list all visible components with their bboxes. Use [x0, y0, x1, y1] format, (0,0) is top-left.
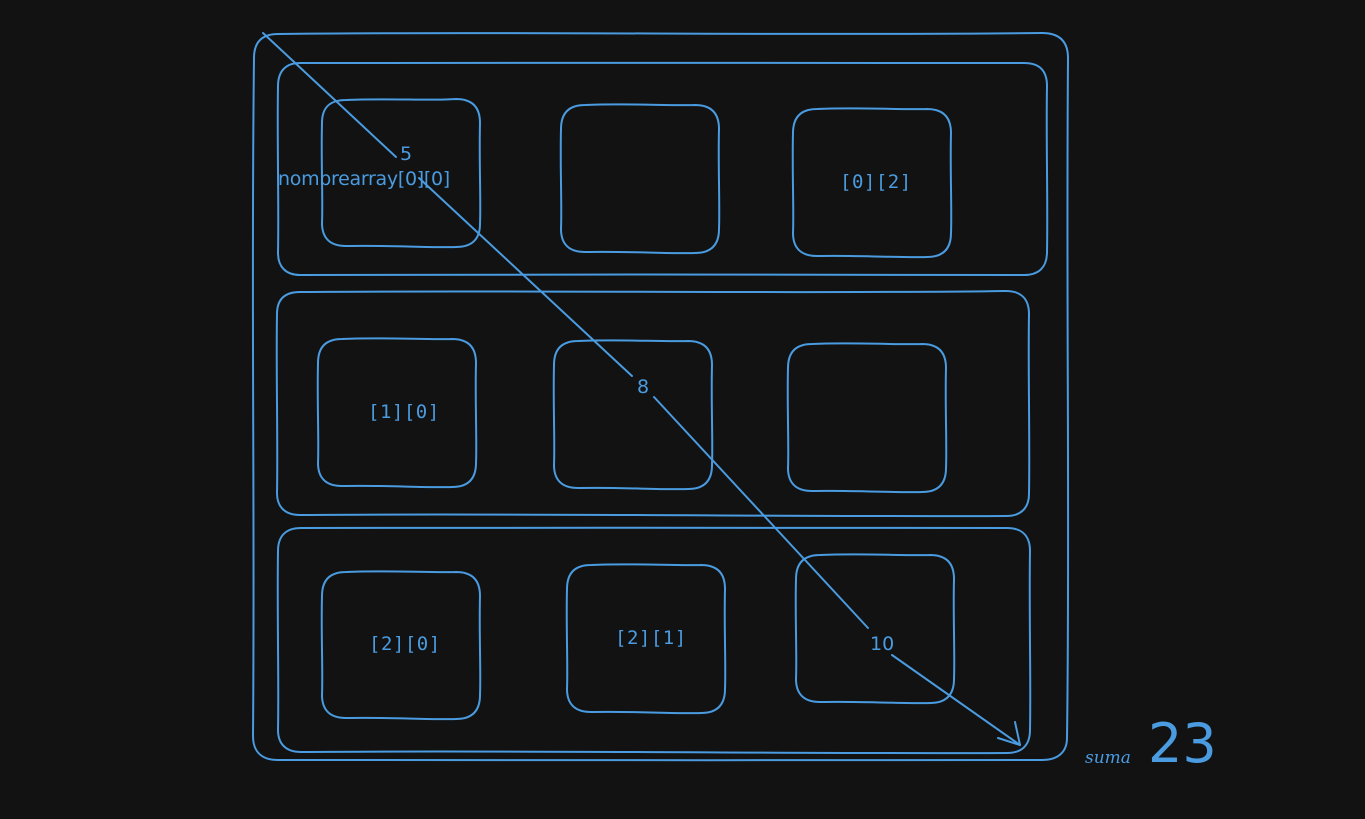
outer-array-box	[251, 32, 1070, 762]
cell-2-0-index: [2][0]	[369, 633, 441, 655]
cell-2-1-index: [2][1]	[615, 627, 687, 649]
row-box-1	[275, 290, 1031, 518]
sum-value: 23	[1148, 712, 1217, 775]
cell-0-0-index: [0][0]	[397, 168, 450, 190]
cell-1-1-value: 8	[637, 376, 650, 398]
cell-0-1	[559, 103, 721, 255]
diagonal-arrowhead	[997, 721, 1021, 746]
sum-label: suma	[1085, 748, 1131, 768]
row-box-2	[276, 526, 1032, 755]
cell-0-0-label: nombrearray[0][0]	[278, 170, 450, 189]
cell-2-0	[320, 570, 482, 721]
cell-2-2	[794, 553, 956, 705]
cell-2-2-value: 10	[870, 633, 895, 655]
cell-1-0-index: [1][0]	[368, 401, 440, 423]
array-name-prefix: nombrearray	[278, 168, 398, 190]
cell-0-0-value: 5	[400, 143, 413, 165]
row-box-0	[276, 61, 1049, 277]
cell-1-0	[316, 337, 478, 489]
cell-0-2	[791, 107, 953, 259]
cell-0-0	[320, 98, 482, 249]
cell-0-2-index: [0][2]	[840, 171, 912, 193]
diagonal-arrow-line	[262, 32, 1021, 746]
cell-1-1	[552, 339, 714, 491]
cell-1-2	[786, 342, 948, 494]
cell-2-1	[565, 563, 727, 715]
